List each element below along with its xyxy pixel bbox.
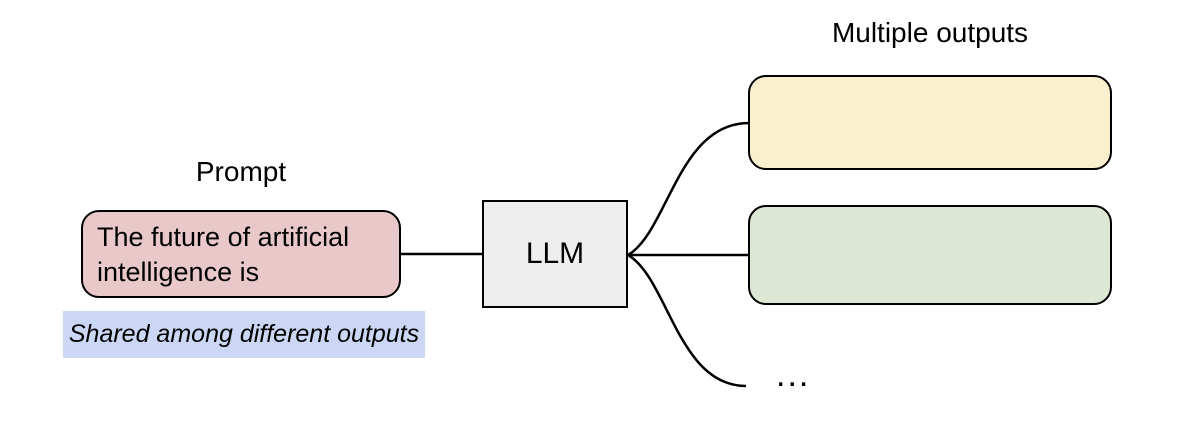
prompt-box-text: The future of artificial intelligence is [97,222,350,287]
llm-box: LLM [482,200,628,308]
prompt-label: Prompt [195,156,287,187]
llm-label: LLM [525,237,585,270]
output-box-2 [748,205,1112,305]
llm-to-output-1-connector [627,121,750,257]
prompt-box: The future of artificial intelligence is [81,210,401,298]
outputs-ellipsis: ... [776,356,811,394]
outputs-label: Multiple outputs [831,17,1029,48]
shared-note-text: Shared among different outputs [68,320,420,348]
output-box-1 [748,75,1112,170]
llm-to-ellipsis-connector [627,253,747,388]
shared-note: Shared among different outputs [63,311,425,358]
